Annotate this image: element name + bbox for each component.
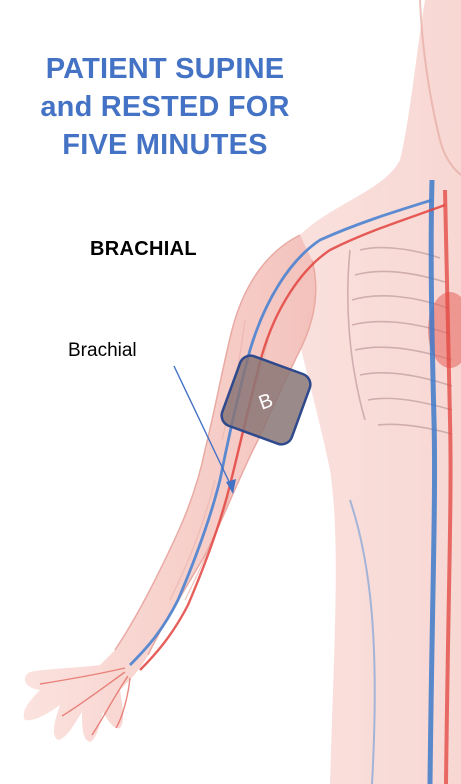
heading-line-1: PATIENT SUPINE: [20, 50, 310, 88]
section-label: BRACHIAL: [90, 238, 197, 261]
heading-line-3: FIVE MINUTES: [20, 126, 310, 164]
arm-silhouette: [24, 235, 316, 742]
callout-label: Brachial: [68, 340, 137, 362]
heading-block: PATIENT SUPINE and RESTED FOR FIVE MINUT…: [20, 50, 310, 164]
heading-line-2: and RESTED FOR: [20, 88, 310, 126]
